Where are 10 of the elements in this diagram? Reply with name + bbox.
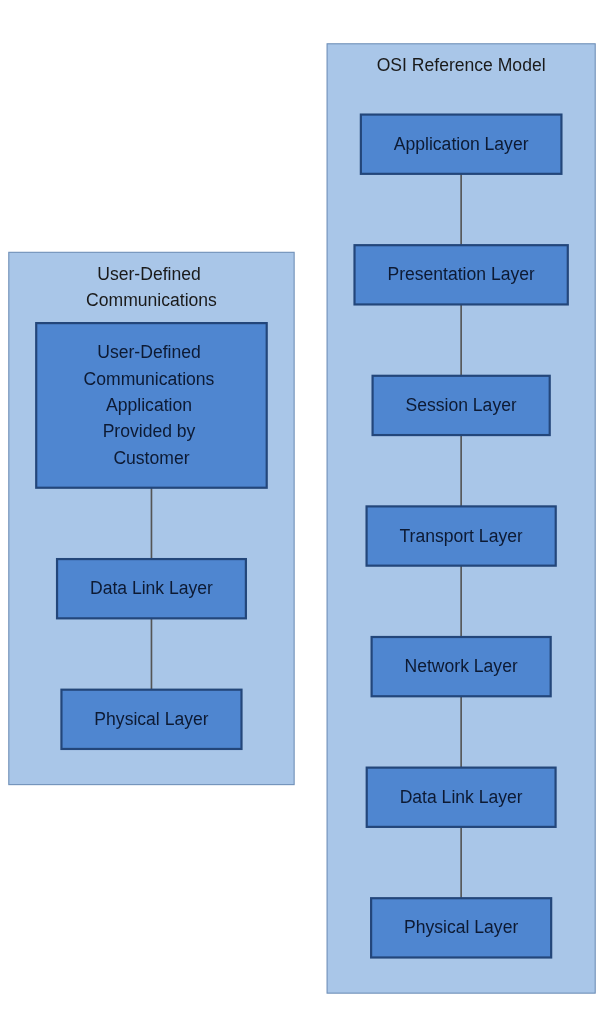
node-box: Physical Layer: [370, 896, 553, 959]
node-box: Data Link Layer: [365, 766, 557, 828]
node-box: User-Defined Communications Application Provided by Customer: [35, 321, 268, 489]
node-box: Application Layer: [359, 113, 563, 175]
node-box: Presentation Layer: [353, 243, 569, 306]
node-box: Network Layer: [370, 635, 552, 697]
node-box: Data Link Layer: [55, 557, 247, 619]
node-box: Physical Layer: [60, 688, 243, 750]
node-box: Transport Layer: [365, 504, 557, 567]
node-box: Session Layer: [371, 374, 551, 436]
